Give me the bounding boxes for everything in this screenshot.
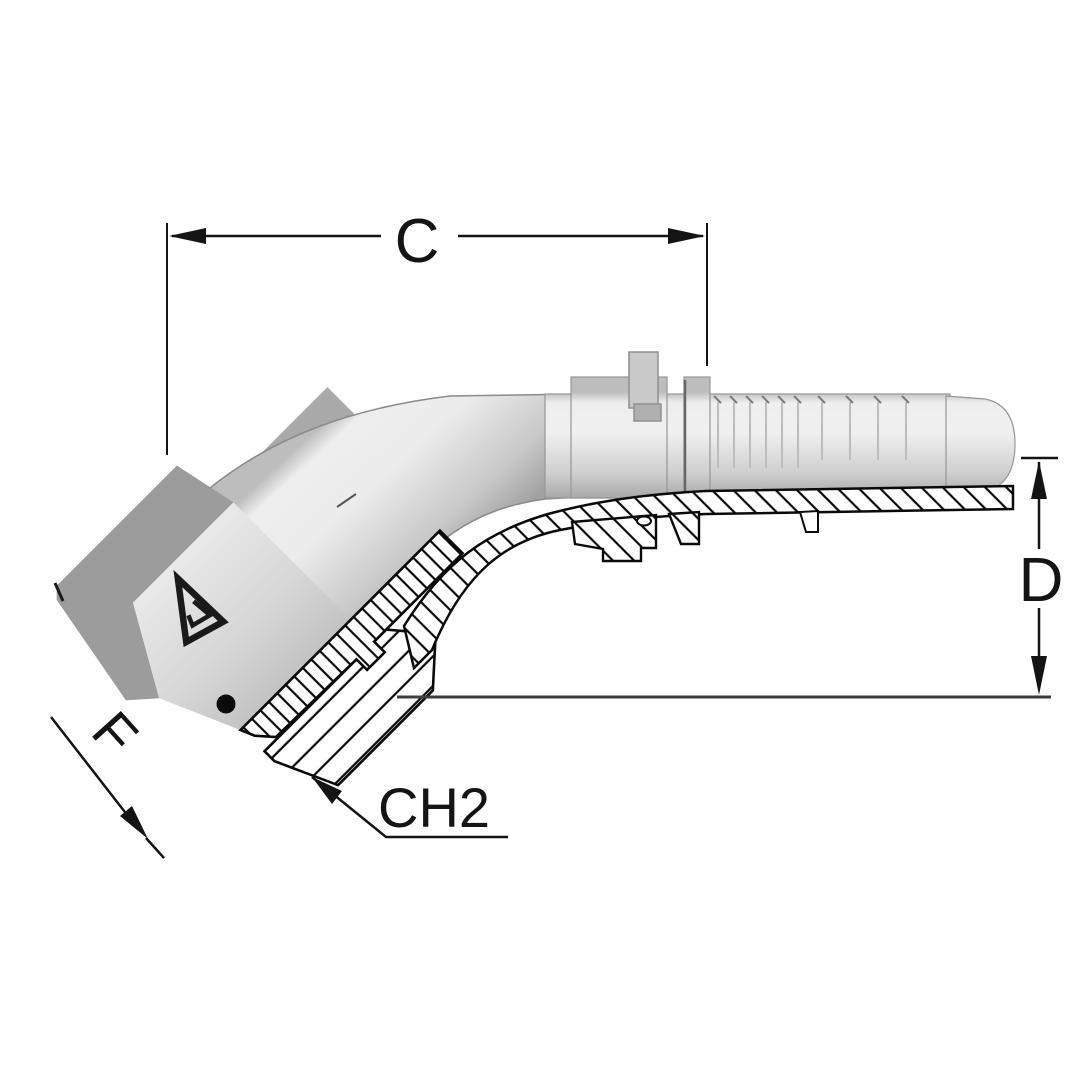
dim-c-label: C: [395, 207, 440, 276]
c-arrow-right: [668, 228, 705, 244]
wall-hatch-band-hatch: [402, 484, 1015, 671]
f-dim-line: [50, 716, 129, 817]
f-overshoot: [145, 837, 165, 859]
collar-ridge: [683, 376, 711, 499]
dim-f-label: F: [80, 699, 150, 767]
stop-tab: [628, 351, 659, 409]
d-arrow-down: [1031, 656, 1047, 695]
barb-serrations: [717, 402, 907, 468]
dimension-c: [166, 223, 708, 455]
dim-ch2-label: CH2: [378, 776, 490, 839]
stop-tab-foot: [633, 403, 662, 422]
nut-thread-section-hatch: [238, 528, 465, 739]
hose-shank: [544, 351, 1016, 499]
section-notch-3: [798, 509, 819, 533]
section-notch-1-hatch: [570, 513, 658, 563]
section-notch-2-hatch: [667, 510, 701, 546]
barb-notch-ticks: [713, 395, 910, 404]
seal-ball-dot: [216, 694, 236, 714]
barb-tip: [945, 395, 1016, 496]
d-arrow-up: [1031, 461, 1047, 499]
weep-hole: [636, 515, 652, 527]
dim-d-label: D: [1019, 546, 1064, 615]
nut-top-face: [56, 465, 234, 701]
triangle-logo-icon: [173, 569, 229, 648]
dimension-d: [397, 456, 1058, 699]
nut-corner-tick: [53, 582, 65, 602]
swivel-nut: [56, 465, 465, 787]
f-arrow: [120, 806, 148, 839]
dimension-ch2: [311, 776, 508, 839]
c-arrow-left: [169, 228, 206, 244]
dimension-f: [50, 716, 165, 859]
tube-wall-section: [402, 484, 1015, 671]
ch2-arrow: [312, 777, 342, 804]
tube-surface-tick: [336, 493, 357, 508]
